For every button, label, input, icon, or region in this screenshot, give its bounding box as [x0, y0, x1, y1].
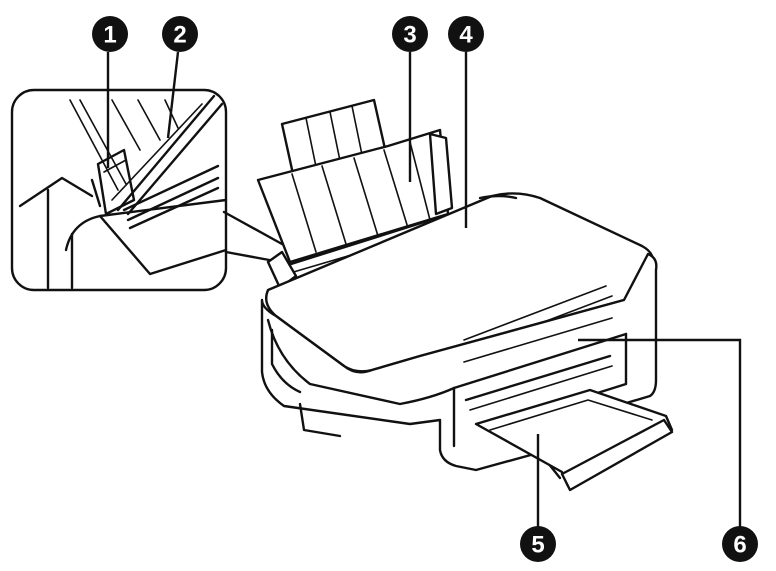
callout-5: 5 [520, 526, 556, 562]
callout-4-badge [448, 16, 484, 52]
paper-support [256, 98, 454, 264]
callout-1-label: 1 [103, 22, 116, 49]
callout-1-badge [92, 16, 128, 52]
output-tray [474, 388, 674, 492]
callout-4: 4 [448, 16, 484, 52]
leader-2 [166, 51, 180, 139]
printer [256, 98, 674, 492]
callout-3-label: 3 [403, 22, 416, 49]
callout-6-label: 6 [733, 532, 746, 559]
detail-inset [10, 88, 228, 292]
callout-3-badge [392, 16, 428, 52]
callout-5-label: 5 [531, 532, 544, 559]
callout-1: 1 [92, 16, 128, 52]
callout-4-label: 4 [459, 22, 473, 49]
leader-6 [578, 338, 742, 528]
callout-3: 3 [392, 16, 428, 52]
callout-2-label: 2 [173, 22, 186, 49]
callout-2-badge [162, 16, 198, 52]
callout-2: 2 [162, 16, 198, 52]
callout-5-badge [520, 526, 556, 562]
leader-lines [106, 51, 742, 528]
callout-6-badge [722, 526, 758, 562]
callout-6: 6 [722, 526, 758, 562]
